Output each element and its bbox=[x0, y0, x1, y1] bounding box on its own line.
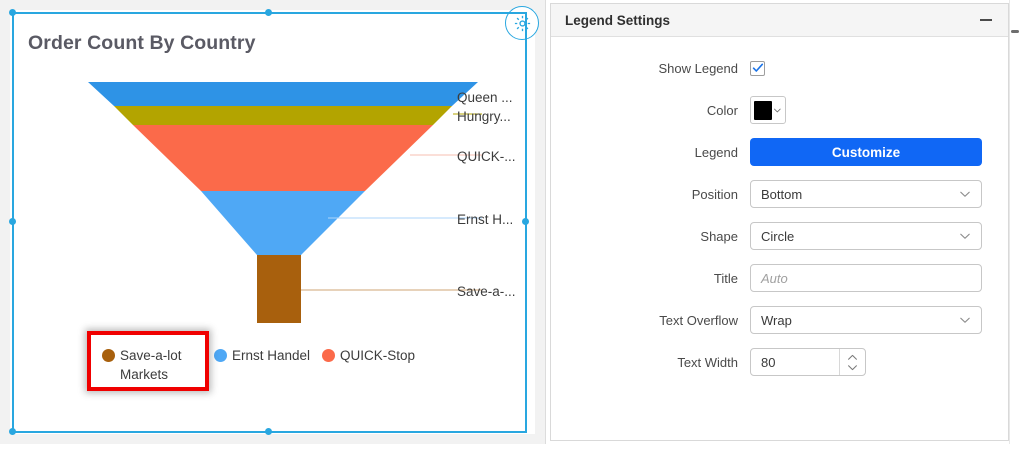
scrollbar-thumb[interactable] bbox=[1011, 30, 1019, 33]
row-position: Position Bottom bbox=[551, 180, 1008, 208]
panel-header: Legend Settings bbox=[551, 4, 1008, 37]
funnel-segment-2 bbox=[114, 106, 452, 125]
customize-button[interactable]: Customize bbox=[750, 138, 982, 166]
color-control bbox=[750, 96, 786, 124]
legend-control: Customize bbox=[750, 138, 982, 166]
data-label-1: Queen ... bbox=[457, 90, 513, 105]
show-legend-label: Show Legend bbox=[658, 60, 738, 76]
panel-title: Legend Settings bbox=[565, 12, 671, 28]
annotation-box-legend bbox=[87, 331, 209, 391]
resize-handle-bottom-center[interactable] bbox=[265, 428, 272, 435]
title-control: Auto bbox=[750, 264, 982, 292]
row-shape: Shape Circle bbox=[551, 222, 1008, 250]
color-picker-button[interactable] bbox=[750, 96, 786, 124]
data-label-3: QUICK-... bbox=[457, 149, 516, 164]
chevron-down-icon bbox=[960, 191, 970, 197]
legend-label: Legend bbox=[694, 144, 738, 160]
legend-settings-panel: Legend Settings Show Legend bbox=[550, 3, 1009, 441]
chart-legend: Save-a-lot Markets Ernst Handel QUICK-St… bbox=[102, 346, 442, 384]
panel-scrollbar[interactable] bbox=[1009, 0, 1021, 444]
title-label: Title bbox=[713, 270, 738, 286]
color-label: Color bbox=[706, 102, 738, 118]
text-overflow-value: Wrap bbox=[761, 312, 792, 328]
funnel-segment-4 bbox=[201, 191, 365, 255]
text-overflow-label: Text Overflow bbox=[659, 312, 738, 328]
row-legend: Legend Customize bbox=[551, 138, 1008, 166]
row-text-overflow: Text Overflow Wrap bbox=[551, 306, 1008, 334]
show-legend-checkbox[interactable] bbox=[750, 60, 765, 76]
text-width-control: 80 bbox=[750, 348, 866, 376]
data-label-4: Ernst H... bbox=[457, 212, 513, 227]
title-placeholder: Auto bbox=[761, 270, 788, 286]
resize-handle-middle-left[interactable] bbox=[9, 218, 16, 225]
legend-swatch-icon bbox=[322, 349, 335, 362]
position-value: Bottom bbox=[761, 186, 803, 202]
position-label: Position bbox=[691, 186, 738, 202]
chevron-down-icon bbox=[960, 317, 970, 323]
legend-item-label: Save-a-lot Markets bbox=[120, 348, 182, 382]
chevron-down-icon bbox=[774, 108, 781, 112]
check-icon bbox=[752, 63, 763, 72]
chart-pane: Order Count By Country Queen ... bbox=[9, 6, 539, 435]
row-show-legend: Show Legend bbox=[551, 54, 1008, 82]
panel-body: Show Legend Color bbox=[551, 37, 1008, 376]
legend-swatch-icon bbox=[214, 349, 227, 362]
funnel-segment-1 bbox=[88, 82, 478, 106]
resize-handle-top-center[interactable] bbox=[265, 9, 272, 16]
legend-swatch-icon bbox=[102, 349, 115, 362]
data-label-2: Hungry... bbox=[457, 109, 511, 124]
row-title: Title Auto bbox=[551, 264, 1008, 292]
data-label-5: Save-a-... bbox=[457, 284, 516, 299]
show-legend-control bbox=[750, 60, 765, 76]
row-color: Color bbox=[551, 96, 1008, 124]
page-title: Order Count By Country bbox=[28, 32, 256, 54]
shape-value: Circle bbox=[761, 228, 795, 244]
resize-handle-middle-right[interactable] bbox=[522, 218, 529, 225]
settings-pane: Legend Settings Show Legend bbox=[545, 0, 1021, 444]
resize-handle-bottom-left[interactable] bbox=[9, 428, 16, 435]
text-overflow-select[interactable]: Wrap bbox=[750, 306, 982, 334]
shape-label: Shape bbox=[700, 228, 738, 244]
legend-item[interactable]: Ernst Handel bbox=[214, 346, 322, 365]
position-select[interactable]: Bottom bbox=[750, 180, 982, 208]
title-input[interactable]: Auto bbox=[750, 264, 982, 292]
app-root: Order Count By Country Queen ... bbox=[0, 0, 1021, 444]
gear-icon bbox=[514, 15, 530, 31]
legend-item-label: QUICK-Stop bbox=[340, 348, 416, 363]
funnel-segment-5 bbox=[257, 255, 301, 323]
text-width-label: Text Width bbox=[677, 354, 738, 370]
chart-settings-button[interactable] bbox=[505, 6, 539, 40]
chevron-up-icon[interactable] bbox=[847, 354, 858, 361]
collapse-panel-button[interactable] bbox=[977, 11, 995, 29]
color-swatch bbox=[754, 100, 773, 120]
shape-control: Circle bbox=[750, 222, 982, 250]
text-width-value[interactable]: 80 bbox=[761, 354, 776, 370]
row-text-width: Text Width 80 bbox=[551, 348, 1008, 376]
shape-select[interactable]: Circle bbox=[750, 222, 982, 250]
legend-item-label: Ernst Handel bbox=[232, 348, 311, 363]
resize-handle-top-left[interactable] bbox=[9, 9, 16, 16]
funnel-segment-3 bbox=[133, 125, 433, 191]
legend-item[interactable]: QUICK-Stop bbox=[322, 346, 442, 365]
text-width-stepper[interactable]: 80 bbox=[750, 348, 866, 376]
legend-item[interactable]: Save-a-lot Markets bbox=[102, 346, 214, 384]
minus-icon bbox=[980, 19, 992, 21]
spinner-arrows-icon[interactable] bbox=[839, 349, 865, 375]
position-control: Bottom bbox=[750, 180, 982, 208]
text-overflow-control: Wrap bbox=[750, 306, 982, 334]
chevron-down-icon[interactable] bbox=[847, 364, 858, 371]
chevron-down-icon bbox=[960, 233, 970, 239]
